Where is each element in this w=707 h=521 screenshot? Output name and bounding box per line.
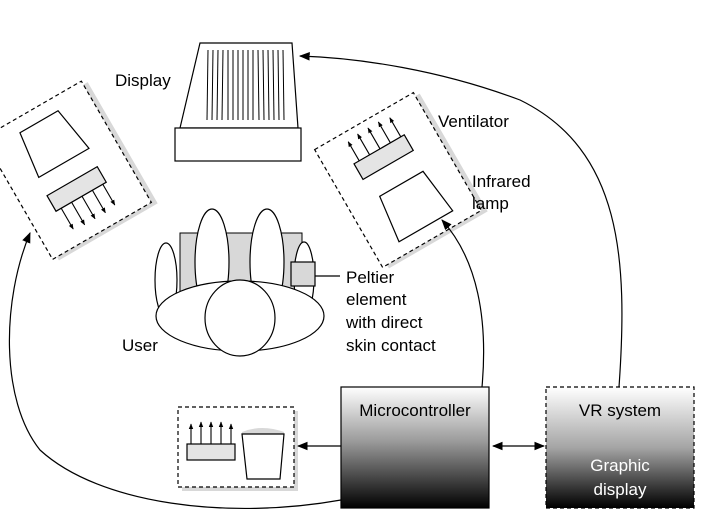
ventilator-label: Ventilator [438,112,509,131]
vr-system-label: VR system [579,401,661,420]
peltier-element-icon [290,261,316,287]
user-label: User [122,336,158,355]
right-heat-arrows [347,117,402,162]
infrared-label-line2: lamp [472,194,509,213]
display-device [174,42,302,162]
microcontroller-box [340,386,490,509]
left-heat-arrows [60,183,116,230]
arrow-micro-to-infrared [441,219,485,388]
display-grille-lines [206,49,285,121]
graphic-display-label-line2: display [594,480,647,499]
connection-arrows [8,52,623,510]
peltier-label-line1: Peltier [346,268,395,287]
display-label: Display [115,71,171,90]
arrow-vr-to-display [298,52,623,388]
graphic-display-label-line1: Graphic [590,456,650,475]
bottom-heater-fan-unit [177,406,298,491]
infrared-label-line1: Infrared [472,172,531,191]
peltier-label-line3: with direct [345,313,423,332]
microcontroller-label: Microcontroller [359,401,471,420]
bottom-heat-arrows [188,421,234,444]
arrow-micro-to-left-unit [8,232,342,510]
peltier-label-line4: skin contact [346,336,436,355]
user-figure [154,208,325,357]
vr-system-box [545,386,695,509]
left-heater-fan-unit [0,80,158,261]
peltier-label-line2: element [346,290,407,309]
